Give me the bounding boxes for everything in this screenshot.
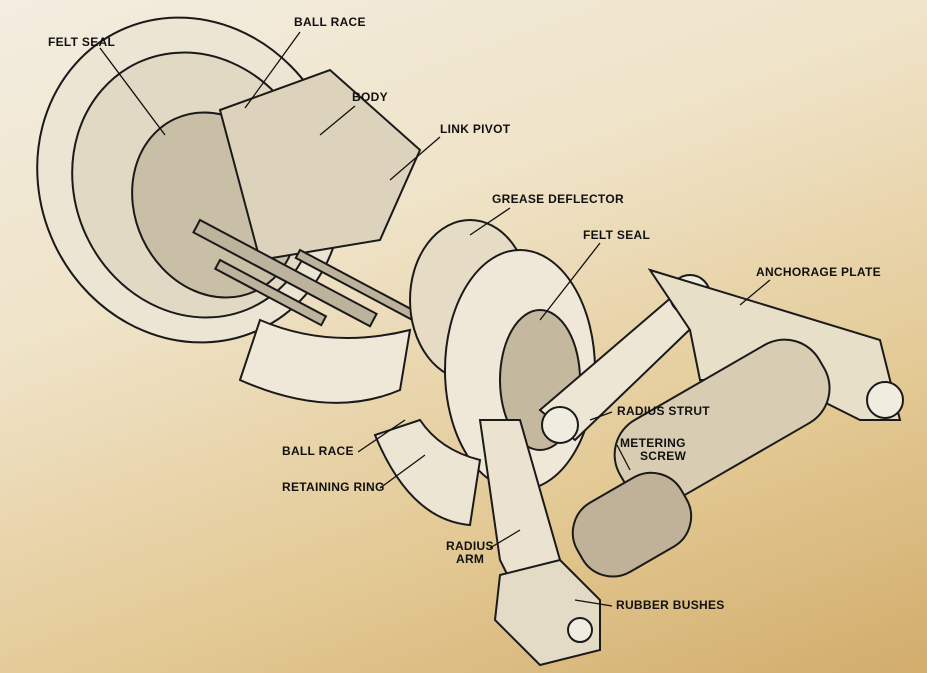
rubber-bush-block [493, 558, 601, 667]
leader-lines [99, 31, 771, 607]
label-felt-seal-top: FELT SEAL [48, 35, 116, 49]
label-felt-seal-mid: FELT SEAL [583, 228, 651, 242]
label-link-pivot: LINK PIVOT [440, 122, 511, 136]
label-radius: RADIUS [446, 539, 494, 553]
label-grease-deflector: GREASE DEFLECTOR [492, 192, 624, 206]
label-rubber-bushes: RUBBER BUSHES [616, 598, 725, 612]
label-arm: ARM [456, 552, 485, 566]
label-ball-race-bottom: BALL RACE [282, 444, 354, 458]
label-anchorage-plate: ANCHORAGE PLATE [756, 265, 881, 279]
shafts [192, 218, 417, 328]
label-screw: SCREW [640, 449, 687, 463]
label-metering: METERING [620, 436, 686, 450]
damper-cylinder [571, 338, 831, 578]
cover-plate [238, 318, 412, 404]
label-ball-race-top: BALL RACE [294, 15, 366, 29]
label-radius-strut: RADIUS STRUT [617, 404, 710, 418]
label-body: BODY [352, 90, 388, 104]
body-block [218, 68, 422, 262]
label-retaining-ring: RETAINING RING [282, 480, 385, 494]
